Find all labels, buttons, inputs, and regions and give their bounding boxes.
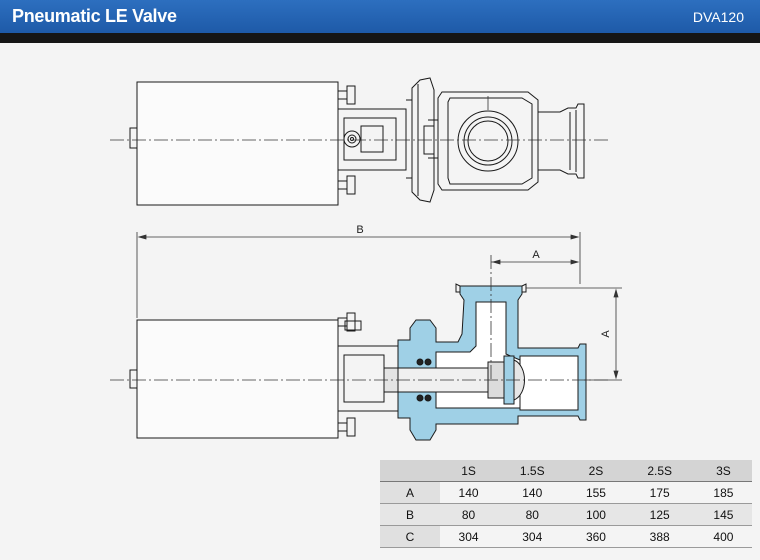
dim-a-vertical-label: A [600, 330, 612, 338]
table-cell: 304 [440, 525, 498, 548]
header-bar: Pneumatic LE Valve DVA120 [0, 0, 760, 33]
table-header-blank [380, 460, 440, 482]
row-label: B [380, 503, 440, 526]
section-view [129, 283, 587, 441]
table-cell: 100 [567, 503, 625, 526]
dim-a-horizontal-label: A [532, 249, 540, 261]
table-header: 1.5S [497, 460, 568, 482]
dimension-lines [136, 232, 622, 381]
table-header: 1S [440, 460, 498, 482]
table-cell: 360 [567, 525, 625, 548]
table-header: 2.5S [624, 460, 695, 482]
table-cell: 140 [497, 481, 568, 504]
valve-drawing: B A A [110, 77, 622, 441]
table-cell: 125 [624, 503, 695, 526]
table-cell: 304 [497, 525, 568, 548]
table-header: 3S [694, 460, 752, 482]
table-cell: 175 [624, 481, 695, 504]
table-cell: 388 [624, 525, 695, 548]
page-title: Pneumatic LE Valve [12, 6, 177, 26]
model-code: DVA120 [692, 9, 744, 25]
table-row: B 80 80 100 125 145 [380, 503, 752, 526]
table-cell: 80 [440, 503, 498, 526]
table-cell: 140 [440, 481, 498, 504]
dim-b-label: B [356, 224, 363, 236]
row-label: A [380, 481, 440, 504]
table-cell: 400 [694, 525, 752, 548]
table-header: 2S [567, 460, 625, 482]
table-row: C 304 304 360 388 400 [380, 525, 752, 548]
table-row: A 140 140 155 175 185 [380, 481, 752, 504]
dimension-table: 1S 1.5S 2S 2.5S 3S A 140 140 155 175 185… [380, 460, 752, 548]
table-header-row: 1S 1.5S 2S 2.5S 3S [380, 460, 752, 482]
row-label: C [380, 525, 440, 548]
table-cell: 80 [497, 503, 568, 526]
table-cell: 145 [694, 503, 752, 526]
table-cell: 185 [694, 481, 752, 504]
header-band [0, 33, 760, 43]
table-cell: 155 [567, 481, 625, 504]
top-view [129, 77, 585, 206]
